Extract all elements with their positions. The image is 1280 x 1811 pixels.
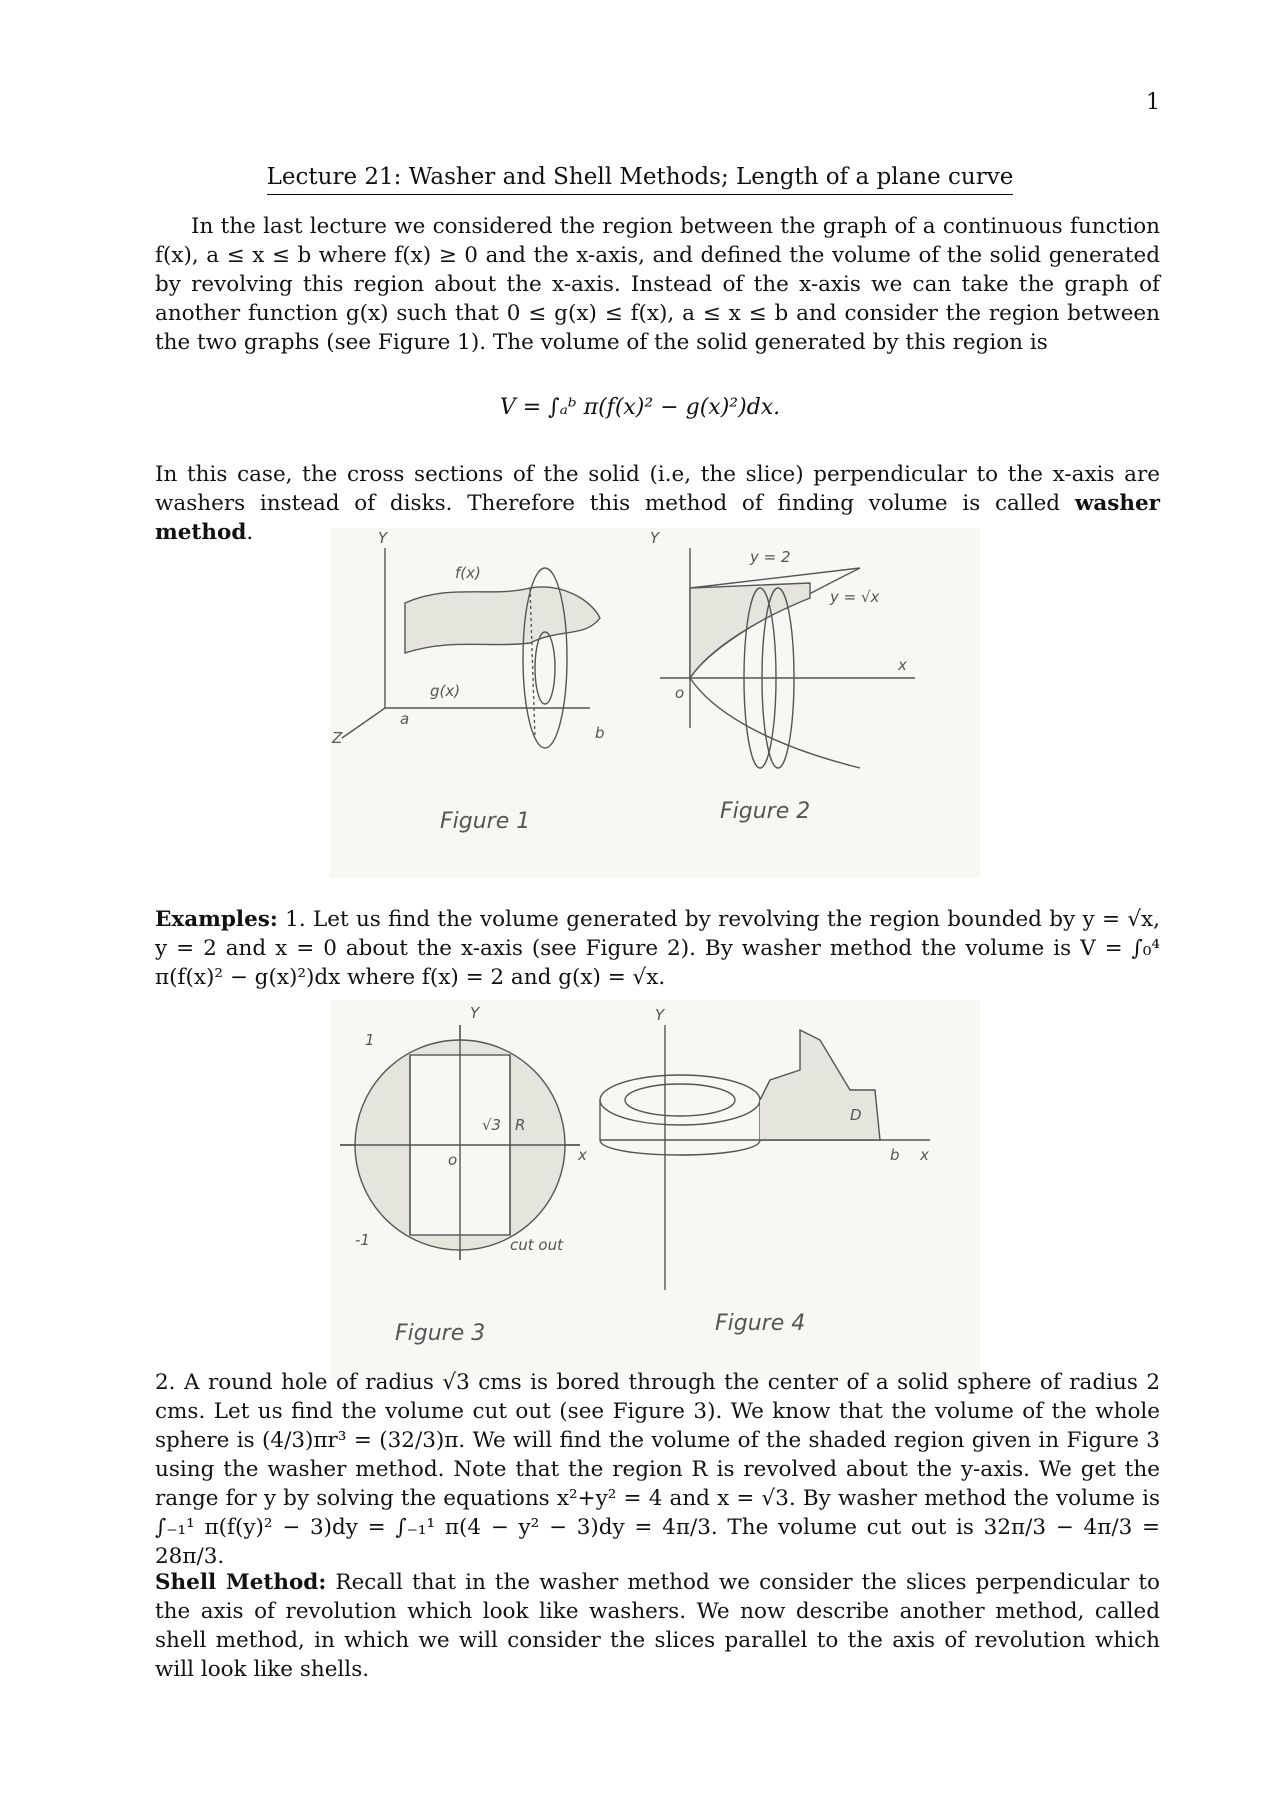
fig2-y-label: Y — [650, 529, 661, 547]
fig3-R-label: R — [515, 1116, 525, 1134]
example-1-text: 1. Let us find the volume generated by r… — [155, 907, 1160, 990]
fig3-minus-one-label: -1 — [355, 1231, 370, 1249]
fig2-y2-label: y = 2 — [749, 548, 791, 566]
lecture-title: Lecture 21: Washer and Shell Methods; Le… — [266, 164, 1014, 195]
cross-section-text: In this case, the cross sections of the … — [155, 462, 1160, 516]
fig3-root3-label: √3 — [482, 1116, 501, 1134]
fig1-a-label: a — [400, 710, 409, 728]
fig2-caption: Figure 2 — [720, 799, 810, 824]
figure-3-4-drawing: 1 -1 o √3 R x Y cut out Y D b x Figure 3… — [340, 1004, 930, 1346]
fig3-cut-out-label: cut out — [510, 1236, 564, 1254]
fig3-x-label: x — [577, 1146, 587, 1164]
figure-3-4-panel: 1 -1 o √3 R x Y cut out Y D b x Figure 3… — [330, 1000, 980, 1380]
cross-section-paragraph: In this case, the cross sections of the … — [155, 462, 1160, 545]
fig1-f-label: f(x) — [455, 564, 481, 582]
intro-paragraph: In the last lecture we considered the re… — [155, 214, 1160, 355]
fig1-y-label: Y — [378, 529, 389, 547]
fig4-caption: Figure 4 — [715, 1311, 805, 1336]
washer-method-term: washer method — [155, 491, 1160, 545]
fig2-o-label: o — [675, 684, 684, 702]
volume-equation: V = ∫ₐᵇ π(f(x)² − g(x)²)dx. — [499, 395, 781, 420]
figure-1-2-panel: Y Z a b f(x) g(x) Y o x y = 2 y = √x Fig… — [330, 528, 980, 878]
fig4-b-label: b — [890, 1146, 900, 1164]
shell-method-paragraph: Shell Method: Recall that in the washer … — [155, 1568, 1160, 1684]
fig1-g-label: g(x) — [430, 682, 460, 700]
figure-1-2-drawing: Y Z a b f(x) g(x) Y o x y = 2 y = √x Fig… — [331, 529, 915, 834]
fig4-D-label: D — [850, 1106, 862, 1124]
fig4-x-label: x — [919, 1146, 929, 1164]
example-2-paragraph: 2. A round hole of radius √3 cms is bore… — [155, 1370, 1160, 1569]
shell-method-label: Shell Method: — [155, 1570, 327, 1595]
examples-label: Examples: — [155, 907, 278, 932]
lecture-title-wrap: Lecture 21: Washer and Shell Methods; Le… — [0, 164, 1280, 195]
page-number: 1 — [1146, 90, 1160, 115]
fig3-o-label: o — [448, 1151, 457, 1169]
fig2-x-label: x — [897, 656, 907, 674]
fig1-b-label: b — [595, 724, 605, 742]
fig3-y-label: Y — [470, 1004, 481, 1022]
example-1-paragraph: Examples: 1. Let us find the volume gene… — [155, 905, 1160, 992]
fig1-z-label: Z — [331, 729, 343, 747]
fig1-caption: Figure 1 — [440, 809, 530, 834]
fig3-caption: Figure 3 — [395, 1321, 485, 1346]
fig2-ysqrt-label: y = √x — [829, 588, 880, 606]
fig4-y-label: Y — [655, 1006, 666, 1024]
shell-method-text: Recall that in the washer method we cons… — [155, 1570, 1160, 1682]
fig3-one-label: 1 — [365, 1031, 375, 1049]
